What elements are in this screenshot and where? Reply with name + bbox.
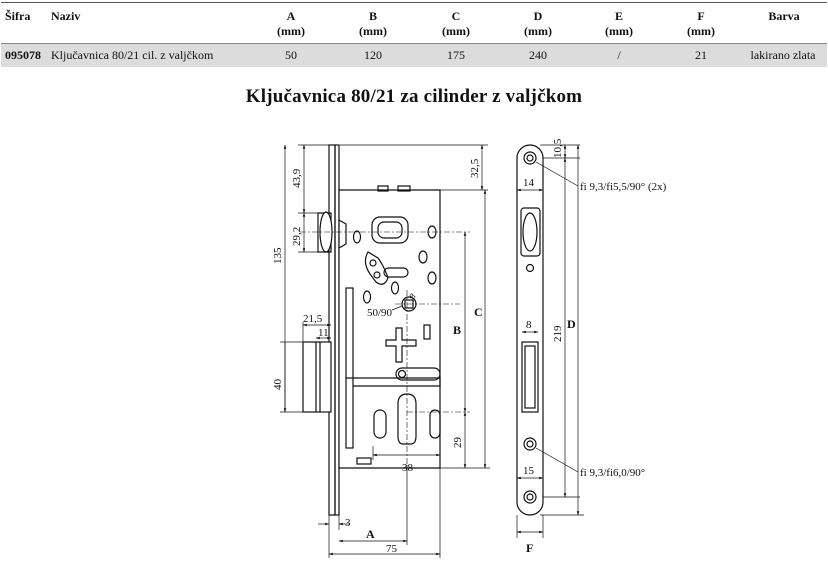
- header-b-unit: (mm): [359, 24, 387, 38]
- row-color: lakirano zlata: [750, 48, 816, 62]
- faceplate-front-view: [516, 144, 544, 516]
- mid-screw-hole: [525, 263, 535, 273]
- table-row: 095078 Ključavnica 80/21 cil. z valjčkom…: [1, 43, 827, 67]
- header-code: Šifra: [5, 9, 31, 23]
- top-tab-2: [397, 185, 411, 192]
- header-c: C: [451, 9, 461, 23]
- dim-10-5: 10,5: [552, 138, 564, 158]
- header-name: Naziv: [51, 9, 81, 23]
- latch-spring: [338, 219, 347, 249]
- lower-screw-hole: [523, 437, 537, 451]
- vertical-bar: [345, 287, 354, 449]
- label-b: B: [453, 323, 461, 337]
- dim-38: 38: [402, 462, 414, 474]
- faceplate-edge: [328, 144, 336, 516]
- row-code: 095078: [5, 48, 41, 62]
- dim-43-9: 43,9: [291, 168, 303, 188]
- page-title: Ključavnica 80/21 za cilinder z valjčkom: [245, 86, 583, 107]
- front-view-dimensions: [516, 144, 584, 538]
- deadbolt-opening: [521, 341, 539, 413]
- center-lines: [300, 231, 470, 465]
- slot-mid: [395, 367, 441, 381]
- table-header-row: Šifra Naziv A (mm) B (mm) C (mm) D (mm) …: [1, 3, 827, 42]
- horizontal-bar: [346, 377, 441, 387]
- cross-part: [385, 327, 417, 363]
- label-c: C: [474, 305, 483, 319]
- dim-219: 219: [552, 325, 564, 342]
- row-a: 50: [285, 48, 297, 62]
- row-name: Ključavnica 80/21 cil. z valjčkom: [51, 48, 214, 62]
- header-d-unit: (mm): [524, 24, 552, 38]
- bottom-screw-hole: [523, 490, 537, 504]
- header-a-unit: (mm): [277, 24, 305, 38]
- header-e-unit: (mm): [605, 24, 633, 38]
- cylinder-hole: [397, 393, 417, 445]
- side-view-dimensions: [280, 144, 490, 558]
- header-d: D: [533, 9, 543, 23]
- dim-32-5: 32,5: [469, 158, 481, 178]
- label-a: A: [366, 527, 375, 541]
- header-b: B: [368, 9, 377, 23]
- cam: [364, 251, 389, 285]
- top-tab-1: [377, 185, 389, 192]
- dim-40: 40: [272, 379, 284, 391]
- row-e: /: [617, 48, 621, 62]
- latch-opening: [520, 207, 541, 257]
- note-top-hole: fi 9,3/fi5,5/90° (2x): [580, 181, 667, 193]
- row-d: 240: [529, 48, 547, 62]
- bottom-tab: [356, 457, 372, 465]
- header-e: E: [614, 9, 623, 23]
- row-c: 175: [447, 48, 465, 62]
- dim-135: 135: [272, 247, 284, 264]
- dim-8-small: 8: [407, 291, 418, 302]
- note-bottom-hole: fi 9,3/fi6,0/90°: [580, 467, 645, 479]
- header-f-unit: (mm): [687, 24, 715, 38]
- row-f: 21: [695, 48, 707, 62]
- dim-21-5: 21,5: [303, 313, 323, 325]
- header-color: Barva: [768, 9, 800, 23]
- dim-14: 14: [523, 177, 535, 189]
- upper-opening: [371, 216, 409, 244]
- dim-29-2: 29,2: [291, 227, 303, 246]
- deadbolt: [302, 341, 332, 413]
- label-f: F: [526, 541, 533, 555]
- dim-75: 75: [386, 543, 398, 555]
- header-f: F: [697, 9, 705, 23]
- header-a: A: [286, 9, 296, 23]
- row-b: 120: [364, 48, 382, 62]
- dim-8: 8: [526, 319, 532, 331]
- spec-table: Šifra Naziv A (mm) B (mm) C (mm) D (mm) …: [1, 2, 827, 67]
- dim-3: 3: [345, 517, 351, 529]
- dim-29: 29: [452, 437, 464, 449]
- top-screw-hole: [523, 151, 537, 165]
- dim-15: 15: [523, 465, 535, 477]
- dim-11: 11: [318, 327, 329, 339]
- lock-body-side-view: [302, 144, 441, 516]
- label-d: D: [567, 317, 576, 331]
- header-c-unit: (mm): [442, 24, 470, 38]
- slot-small: [383, 267, 409, 278]
- dim-50-90: 50/90: [367, 307, 393, 319]
